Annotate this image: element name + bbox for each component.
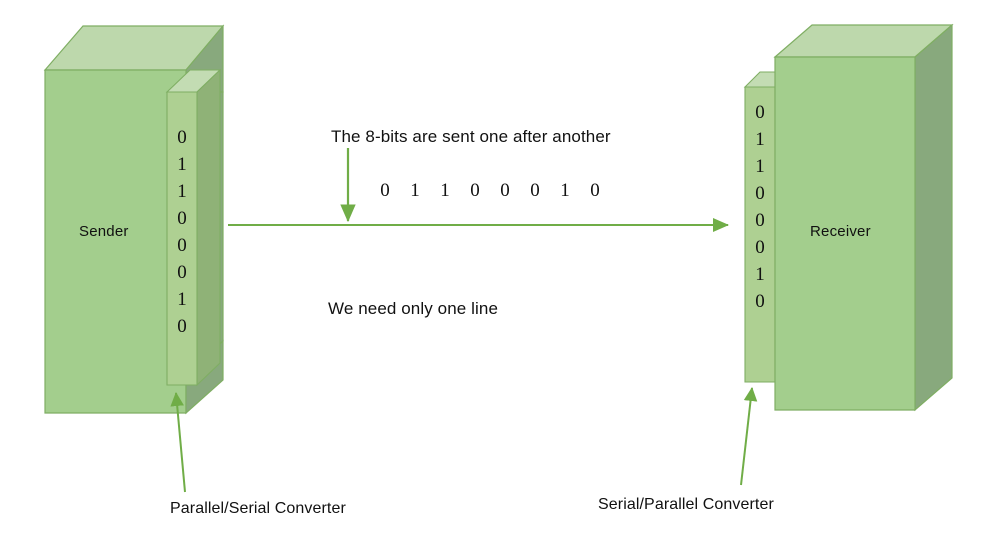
serial-bit: 1 [410, 180, 420, 201]
sender-bit: 1 [177, 154, 187, 175]
sender-strip-front-face [166, 91, 198, 386]
receiver-bit: 0 [755, 183, 765, 204]
serial-bit: 1 [440, 180, 450, 201]
receiver-box-side-face [914, 23, 953, 412]
receiver-bit: 1 [755, 264, 765, 285]
serial-bit: 0 [530, 180, 540, 201]
serial-bit-stream: 0 1 1 0 0 0 1 0 [370, 180, 610, 202]
receiver-bit: 1 [755, 129, 765, 150]
serial-bit: 0 [500, 180, 510, 201]
serial-bit: 0 [590, 180, 600, 201]
serial-parallel-converter-label: Serial/Parallel Converter [598, 496, 774, 513]
serial-parallel-pointer-arrow [740, 387, 758, 486]
receiver-bit: 0 [755, 237, 765, 258]
serial-bit: 0 [380, 180, 390, 201]
serial-bit: 0 [470, 180, 480, 201]
sender-bit: 1 [177, 181, 187, 202]
receiver-box-front-face [774, 56, 916, 411]
sender-bit-column: 0 1 1 0 0 0 1 0 [167, 124, 197, 340]
parallel-serial-pointer-arrow [170, 392, 186, 493]
parallel-serial-converter-label: Parallel/Serial Converter [170, 500, 346, 517]
note-top-label: The 8-bits are sent one after another [331, 127, 611, 146]
receiver-bit: 0 [755, 102, 765, 123]
sender-bit: 0 [177, 208, 187, 229]
receiver-box[interactable] [773, 23, 954, 412]
sender-bit: 0 [177, 262, 187, 283]
sender-serial-strip[interactable] [165, 68, 222, 387]
receiver-bit: 0 [755, 291, 765, 312]
receiver-bit: 1 [755, 156, 765, 177]
note-bottom-label: We need only one line [328, 299, 499, 318]
receiver-bit: 0 [755, 210, 765, 231]
sender-bit: 1 [177, 289, 187, 310]
receiver-bit-column: 0 1 1 0 0 0 1 0 [745, 99, 775, 315]
sender-label: Sender [79, 223, 129, 240]
sender-bit: 0 [177, 316, 187, 337]
sender-bit: 0 [177, 127, 187, 148]
sender-bit: 0 [177, 235, 187, 256]
sender-box-front-face [44, 69, 187, 414]
sender-strip-side-face [196, 68, 221, 387]
receiver-label: Receiver [810, 223, 871, 240]
serial-bit: 1 [560, 180, 570, 201]
